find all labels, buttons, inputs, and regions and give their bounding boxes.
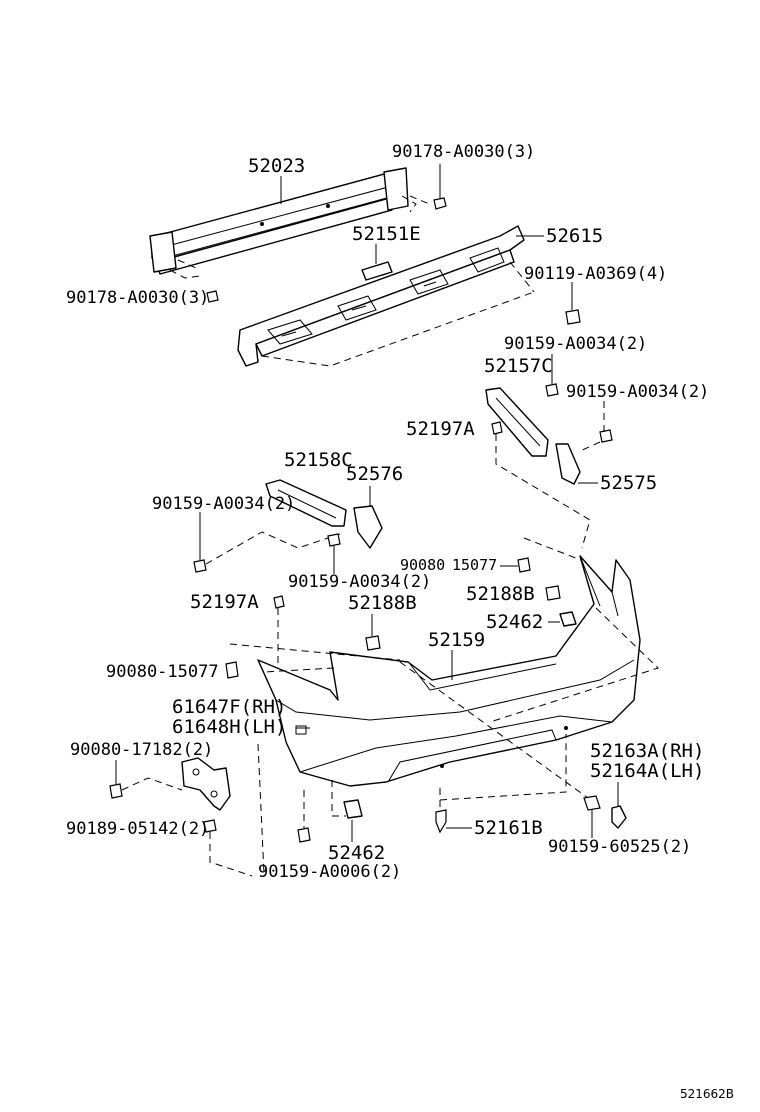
label-52164a-lh: 52164A(LH) [590, 760, 704, 782]
screw-90080-left [225, 661, 239, 679]
label-52462-right: 52462 [486, 611, 543, 633]
clip-52197a-left [273, 595, 285, 609]
label-90178-a0030-top: 90178-A0030(3) [392, 142, 535, 162]
reflector-52163a [611, 805, 627, 829]
label-90178-a0030-left: 90178-A0030(3) [66, 288, 209, 308]
diagram-reference-id: 521662B [680, 1087, 734, 1101]
pad-52462-bottom [343, 799, 363, 819]
bracket-52575 [555, 443, 581, 485]
label-52197a-right: 52197A [406, 418, 475, 440]
nut-90178-top [433, 197, 447, 210]
pad-52151e [361, 261, 393, 281]
bolt-90119 [565, 309, 581, 325]
label-61648h-lh: 61648H(LH) [172, 716, 286, 738]
label-15077-right: 15077 [452, 556, 497, 574]
label-90080-17182: 90080-17182(2) [70, 740, 213, 760]
nut-90159-l2 [327, 533, 341, 547]
label-90159-a0034-r1: 90159-A0034(2) [504, 334, 647, 354]
label-52161b: 52161B [474, 817, 543, 839]
nut-90159-r2 [599, 429, 613, 443]
bracket-rear-bumper-side [181, 757, 231, 811]
label-90159-a0034-l1: 90159-A0034(2) [152, 494, 295, 514]
label-52023: 52023 [248, 155, 305, 177]
label-52163a-rh: 52163A(RH) [590, 740, 704, 762]
label-52615: 52615 [546, 225, 603, 247]
label-52159: 52159 [428, 629, 485, 651]
label-90189-05142: 90189-05142(2) [66, 819, 209, 839]
nut-90189 [203, 819, 217, 833]
retainer-52158c [265, 479, 347, 527]
pad-52462-right [559, 611, 577, 627]
dash-52023-right [401, 195, 433, 213]
label-52157c: 52157C [484, 355, 553, 377]
label-61647f-rh: 61647F(RH) [172, 696, 286, 718]
bracket-52576 [353, 505, 383, 549]
screw-90080-17182 [109, 783, 123, 799]
label-52576: 52576 [346, 463, 403, 485]
energy-absorber-52615 [237, 225, 525, 367]
label-52575: 52575 [600, 472, 657, 494]
label-52188b-center: 52188B [348, 592, 417, 614]
label-52197a-left: 52197A [190, 591, 259, 613]
label-52188b-right: 52188B [466, 583, 535, 605]
nut-90178-left [206, 290, 219, 303]
nut-90159-l1 [193, 559, 207, 573]
screw-90080-right [517, 557, 531, 573]
screw-90159-a0006 [297, 827, 311, 843]
label-52151e: 52151E [352, 223, 421, 245]
label-90159-a0006: 90159-A0006(2) [258, 862, 401, 882]
reinforcement-bar-52023 [149, 167, 409, 275]
dash-52023-left [169, 259, 201, 279]
label-52462-bottom: 52462 [328, 842, 385, 864]
label-90159-a0034-l2: 90159-A0034(2) [288, 572, 431, 592]
nut-90159-r1 [545, 383, 559, 397]
dash-52615 [261, 261, 535, 367]
bumper-cover-52159 [257, 555, 641, 787]
label-90080-15077-left: 90080-15077 [106, 662, 219, 682]
label-90119-a0369: 90119-A0369(4) [524, 264, 667, 284]
clip-52197a-right [491, 421, 503, 435]
retainer-52157c [485, 387, 549, 457]
nut-90159-60525 [583, 795, 601, 811]
label-90080-right: 90080 [400, 556, 445, 574]
clip-52188b-right [545, 585, 561, 601]
label-90159-a0034-r2: 90159-A0034(2) [566, 382, 709, 402]
clip-52188b-center [365, 635, 381, 651]
clip-52161b [435, 809, 447, 834]
label-90159-60525: 90159-60525(2) [548, 837, 691, 857]
label-52158c: 52158C [284, 449, 353, 471]
dash-bumper-top [229, 607, 659, 723]
